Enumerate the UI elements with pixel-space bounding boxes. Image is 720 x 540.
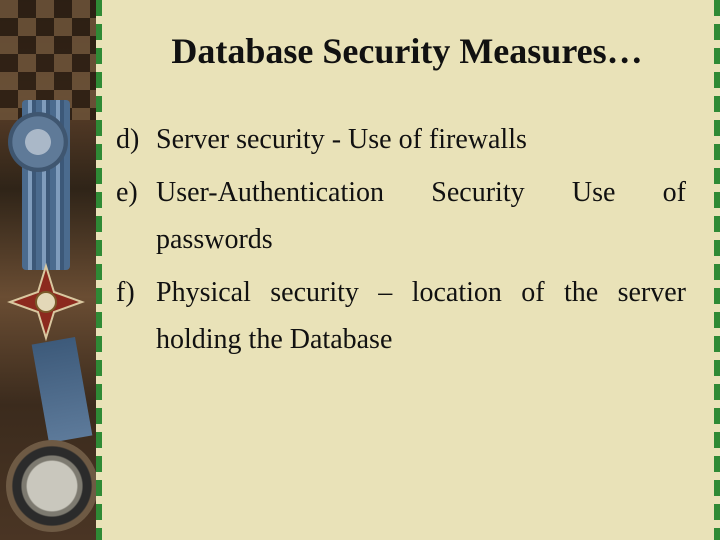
left-dashed-border (96, 0, 102, 540)
rosette-image (8, 112, 68, 172)
bullet-text: Physical security – location of the serv… (156, 277, 686, 355)
decorative-medals-photo (0, 0, 96, 540)
compass-image (6, 440, 96, 532)
list-item: f) Physical security – location of the s… (116, 269, 686, 363)
bullet-list: d) Server security - Use of firewalls e)… (116, 116, 686, 369)
bullet-marker: e) (116, 177, 138, 208)
bullet-text: Server security - Use of firewalls (156, 124, 527, 155)
medal-cross-icon (7, 262, 85, 342)
bullet-marker: f) (116, 277, 135, 308)
medal-band-image (31, 336, 93, 444)
bullet-marker: d) (116, 124, 140, 155)
bullet-text: User-Authentication Security Use of pass… (156, 177, 686, 255)
list-item: d) Server security - Use of firewalls (116, 116, 686, 163)
list-item: e) User-Authentication Security Use of p… (116, 169, 686, 263)
slide-title: Database Security Measures… (171, 31, 643, 71)
right-dashed-border (714, 0, 720, 540)
